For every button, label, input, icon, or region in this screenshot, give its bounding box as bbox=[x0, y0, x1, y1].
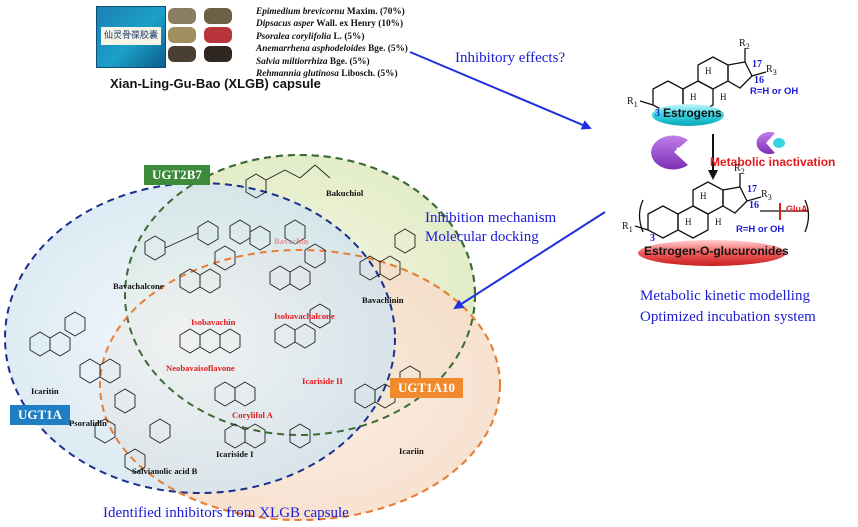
capsule-box-label: 仙灵骨葆胶囊 bbox=[101, 27, 161, 45]
glucuronides-text: Estrogen-O-glucuronides bbox=[644, 244, 789, 258]
compound-isobavachalcone: Isobavachalcone bbox=[274, 311, 335, 321]
compound-corylifol-a: Corylifol A bbox=[232, 410, 273, 420]
h-label: H bbox=[700, 191, 707, 201]
r-definition-top: R=H or OH bbox=[750, 86, 799, 97]
h-label: H bbox=[720, 92, 727, 102]
ugt1a10-outline bbox=[99, 249, 501, 521]
glua-label: GluA bbox=[786, 204, 808, 214]
arrow-inhibitory-effects bbox=[409, 51, 592, 130]
ingredient-item: Anemarrhena asphodeloides Bge. (5%) bbox=[256, 44, 408, 55]
ingredient-list: Epimedium brevicornu Maxim. (70%) Dipsac… bbox=[256, 6, 436, 80]
compound-structures bbox=[29, 164, 421, 474]
r3-top: R3 bbox=[766, 64, 777, 77]
estrogens-text: Estrogens bbox=[663, 106, 722, 120]
pos3-top: 3 bbox=[655, 108, 660, 119]
glucuronide-structure bbox=[634, 173, 810, 239]
r3-bottom: R3 bbox=[761, 189, 772, 202]
r1-top: R1 bbox=[627, 96, 638, 109]
compound-icariin: Icariin bbox=[399, 446, 424, 456]
glucuronides-badge bbox=[638, 240, 786, 266]
ingredient-item: Salvia miltiorrhiza Bge. (5%) bbox=[256, 56, 370, 67]
r2-bottom: R2 bbox=[734, 163, 745, 176]
herb-image bbox=[204, 46, 232, 62]
inhibition-mechanism-label: Inhibition mechanism bbox=[425, 210, 557, 226]
herb-image bbox=[168, 27, 196, 43]
molecular-docking-label: Molecular docking bbox=[425, 229, 539, 245]
ugt-enzyme-icon bbox=[651, 135, 688, 170]
ingredient-item: Dipsacus asper Wall. ex Henry (10%) bbox=[256, 19, 404, 30]
ugts-text: UGTs bbox=[676, 145, 708, 159]
pos16-top: 16 bbox=[754, 75, 764, 86]
ingredient-item: Psoralea corylifolia L. (5%) bbox=[256, 31, 365, 42]
capsule-caption: Xian-Ling-Gu-Bao (XLGB) capsule bbox=[110, 76, 321, 91]
xlgb-capsule-box: 仙灵骨葆胶囊 bbox=[96, 6, 166, 68]
identified-inhibitors-label: Identified inhibitors from XLGB capsule bbox=[103, 505, 349, 521]
compound-isobavachin: Isobavachin bbox=[191, 317, 236, 327]
herb-image bbox=[168, 46, 196, 62]
metabolic-inactivation-text: Metabolic inactivation bbox=[710, 155, 836, 169]
ingredient-item: Epimedium brevicornu Maxim. (70%) bbox=[256, 7, 405, 17]
estrogen-structure bbox=[639, 48, 767, 114]
pos16-bottom: 16 bbox=[749, 200, 759, 211]
compound-bavachin: Bavachin bbox=[274, 236, 309, 246]
h-label: H bbox=[715, 217, 722, 227]
estrogens-badge bbox=[652, 104, 724, 126]
compound-icaritin: Icaritin bbox=[31, 386, 59, 396]
ugt-enzyme-small-icon bbox=[756, 132, 775, 155]
compound-neobavaisoflavone: Neobavaisoflavone bbox=[166, 363, 235, 373]
compound-icariside-i: Icariside I bbox=[216, 449, 254, 459]
metabolic-kinetic-label: Metabolic kinetic modelling bbox=[640, 288, 810, 304]
h-label: H bbox=[685, 217, 692, 227]
ugt1a-label: UGT1A bbox=[10, 405, 71, 425]
r-definition-bottom: R=H or OH bbox=[736, 224, 785, 235]
pos3-bottom: 3 bbox=[650, 233, 655, 244]
estrogen-substrate-icon bbox=[773, 138, 785, 148]
compound-bavachinin: Bavachinin bbox=[362, 295, 404, 305]
optimized-incubation-label: Optimized incubation system bbox=[640, 309, 816, 325]
ugt2b7-label: UGT2B7 bbox=[144, 165, 210, 185]
compound-psoralidin: Psoralidin bbox=[69, 418, 107, 428]
compound-icariside-ii: Icariside II bbox=[302, 376, 343, 386]
h-label: H bbox=[705, 66, 712, 76]
h-label: H bbox=[690, 92, 697, 102]
herb-image bbox=[204, 27, 232, 43]
compound-salvianolic-acid-b: Salvianolic acid B bbox=[132, 466, 198, 476]
inhibitory-effects-label: Inhibitory effects? bbox=[455, 50, 566, 66]
arrow-inhibition-mechanism bbox=[453, 211, 606, 310]
ingredient-item: Rehmannia glutinosa Libosch. (5%) bbox=[256, 69, 398, 80]
compound-bavachalcone: Bavachalcone bbox=[113, 281, 164, 291]
compound-bakuchiol: Bakuchiol bbox=[326, 188, 364, 198]
ugt1a10-label: UGT1A10 bbox=[390, 378, 464, 398]
herb-image bbox=[168, 8, 196, 24]
r1-bottom: R1 bbox=[622, 221, 633, 234]
herb-image bbox=[204, 8, 232, 24]
r2-top: R2 bbox=[739, 38, 750, 51]
pos17-top: 17 bbox=[752, 59, 762, 70]
pos17-bottom: 17 bbox=[747, 184, 757, 195]
